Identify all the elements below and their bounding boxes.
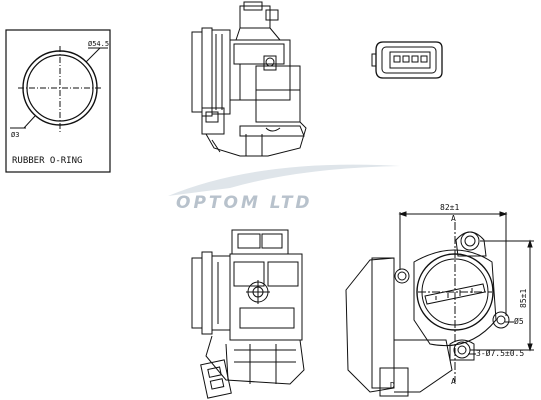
height-dimension: 85±1	[519, 289, 528, 308]
connector-detail	[371, 41, 443, 79]
top-side-view	[191, 1, 307, 157]
bottom-side-view	[191, 229, 305, 399]
oring-detail: Ø54.5 Ø3 RUBBER O-RING	[5, 29, 111, 173]
front-view: D A A 82±1 85±1 Ø5 3-Ø7.5±0.5	[345, 203, 534, 397]
width-dimension: 82±1	[440, 203, 459, 212]
oring-caption: RUBBER O-RING	[12, 156, 82, 166]
watermark: OPTOM LTD	[168, 164, 400, 213]
oring-thickness-label: Ø3	[11, 131, 19, 139]
hole-dimension: Ø5	[514, 316, 524, 326]
connector-letter: D	[390, 381, 395, 390]
oring-diameter-label: Ø54.5	[88, 40, 109, 48]
mount-holes-dimension: 3-Ø7.5±0.5	[476, 348, 524, 358]
section-label-top: A	[451, 214, 456, 223]
section-label-bottom: A	[451, 377, 456, 386]
watermark-text: OPTOM LTD	[176, 193, 313, 213]
